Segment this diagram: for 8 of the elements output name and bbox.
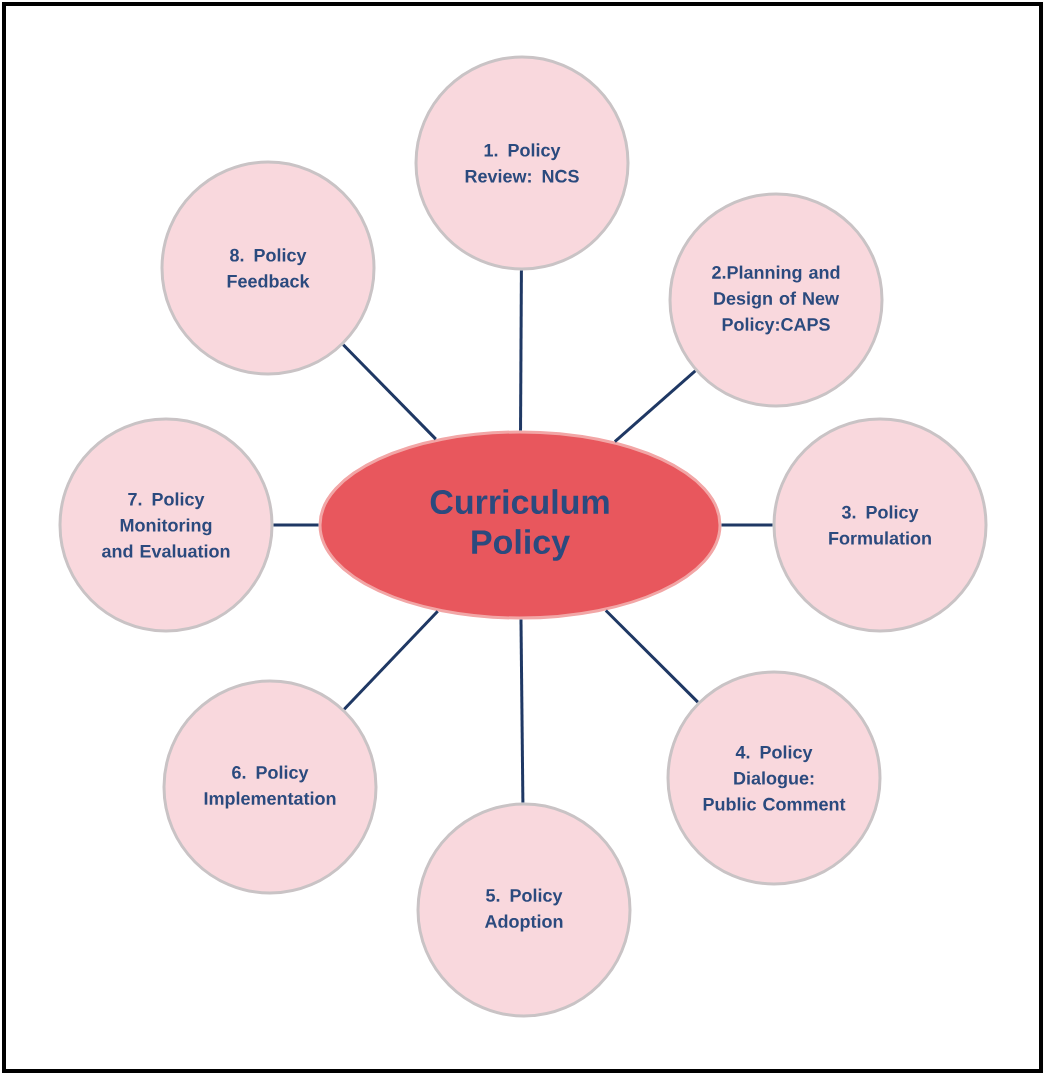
connector-line xyxy=(604,609,699,704)
connector-line xyxy=(273,523,319,527)
connector-line xyxy=(519,270,523,431)
connector-line xyxy=(721,523,773,527)
connector-line xyxy=(613,369,697,443)
connector-line xyxy=(343,610,439,711)
connector-line xyxy=(342,343,437,441)
connector-line xyxy=(519,619,525,803)
